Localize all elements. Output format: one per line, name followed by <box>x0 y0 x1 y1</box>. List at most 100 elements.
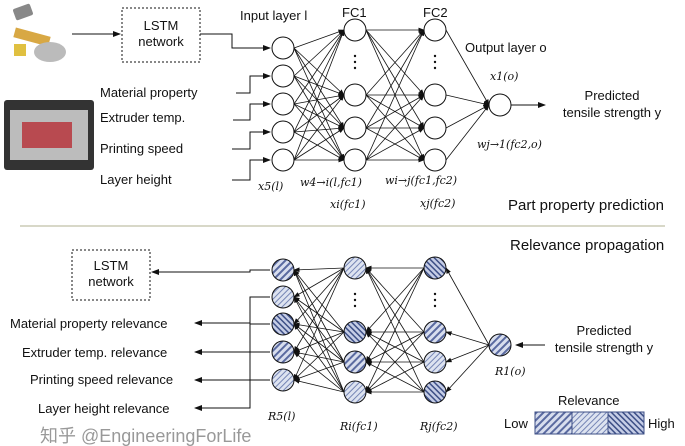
connection <box>293 267 345 325</box>
connection <box>293 296 345 363</box>
neuron <box>423 116 447 140</box>
connection <box>293 267 345 381</box>
x5-label: x5(l) <box>258 180 283 193</box>
watermark: 知乎 @EngineeringForLife <box>40 426 251 446</box>
connection <box>365 267 425 333</box>
ellipsis-dot <box>353 60 357 64</box>
connection <box>293 296 345 393</box>
connection <box>293 267 345 353</box>
connection <box>445 267 490 346</box>
legend-mid-swatch <box>571 411 609 435</box>
connection <box>445 29 490 106</box>
legend-title: Relevance <box>558 393 619 408</box>
neuron <box>271 92 295 116</box>
legend-high: High <box>648 416 675 431</box>
lstm-label-2: network <box>88 274 134 289</box>
connection <box>293 350 345 363</box>
input-label: Material property <box>100 85 198 100</box>
connection <box>293 131 345 161</box>
wj1-label: wj→1(fc2,o) <box>477 138 542 151</box>
neuron <box>343 350 367 374</box>
connection <box>293 267 345 298</box>
rj-label: Rj(fc2) <box>419 420 458 433</box>
predicted-label: Predicted <box>585 88 640 103</box>
connection <box>293 331 345 353</box>
connection <box>365 29 425 96</box>
neuron <box>423 83 447 107</box>
connection <box>293 47 345 96</box>
connection <box>293 75 345 96</box>
connection <box>293 323 345 393</box>
neuron <box>271 285 295 309</box>
lstm-input-arrow <box>200 33 271 51</box>
connection <box>293 127 345 161</box>
input-arrow <box>233 101 271 121</box>
connection <box>293 103 345 161</box>
relevance-output-label: Printing speed relevance <box>30 372 173 387</box>
relevance-arrow <box>194 296 270 326</box>
legend-low-swatch <box>534 411 573 435</box>
connection <box>293 94 345 133</box>
relevance-arrow <box>194 351 270 383</box>
connection <box>293 322 345 333</box>
connection <box>365 331 425 363</box>
neuron <box>343 320 367 344</box>
lstm-relevance-arrow <box>151 269 270 275</box>
neuron <box>423 350 447 374</box>
neuron <box>488 93 512 117</box>
legend-high-swatch <box>607 411 645 435</box>
connection <box>293 47 345 129</box>
neuron <box>343 116 367 140</box>
connection <box>365 29 425 129</box>
neuron <box>343 380 367 404</box>
input-arrow <box>236 73 271 94</box>
fc1-label: FC1 <box>342 5 367 20</box>
connection <box>445 344 490 393</box>
connection <box>365 29 425 161</box>
predicted-label: Predicted <box>577 323 632 338</box>
connection <box>293 94 345 161</box>
output-layer-label: Output layer o <box>465 40 547 55</box>
connection <box>293 29 345 49</box>
connection <box>293 361 345 381</box>
relevance-output-label: Extruder temp. relevance <box>22 345 167 360</box>
fc2-label: FC2 <box>423 5 448 20</box>
ellipsis-dot <box>353 304 357 308</box>
neuron <box>423 18 447 42</box>
connection <box>445 104 490 129</box>
connection <box>293 296 345 333</box>
neuron <box>271 64 295 88</box>
lstm-box-top <box>121 7 201 63</box>
connection <box>293 103 345 129</box>
prediction-title: Part property prediction <box>508 197 664 214</box>
neuron <box>271 258 295 282</box>
connection <box>445 104 490 161</box>
connection <box>365 361 425 393</box>
relevance-output-label: Material property relevance <box>10 316 168 331</box>
connection <box>365 94 425 161</box>
neuron <box>423 256 447 280</box>
connection <box>293 29 345 77</box>
connection <box>293 378 345 393</box>
relevance-title: Relevance propagation <box>510 237 664 254</box>
connection <box>293 126 345 133</box>
connection <box>293 75 345 161</box>
input-layer-label: Input layer l <box>240 8 307 23</box>
neuron <box>343 256 367 280</box>
ellipsis-dot <box>353 292 357 296</box>
connection <box>293 75 345 129</box>
connection <box>365 94 425 129</box>
connection <box>293 269 345 363</box>
ellipsis-dot <box>353 54 357 58</box>
connection <box>293 269 345 393</box>
neuron <box>343 83 367 107</box>
connection <box>293 323 345 363</box>
connection <box>293 269 345 333</box>
neuron <box>343 18 367 42</box>
neuron <box>343 148 367 172</box>
neuron <box>271 120 295 144</box>
xj-label: xj(fc2) <box>420 197 455 210</box>
neuron <box>271 36 295 60</box>
neuron <box>271 148 295 172</box>
